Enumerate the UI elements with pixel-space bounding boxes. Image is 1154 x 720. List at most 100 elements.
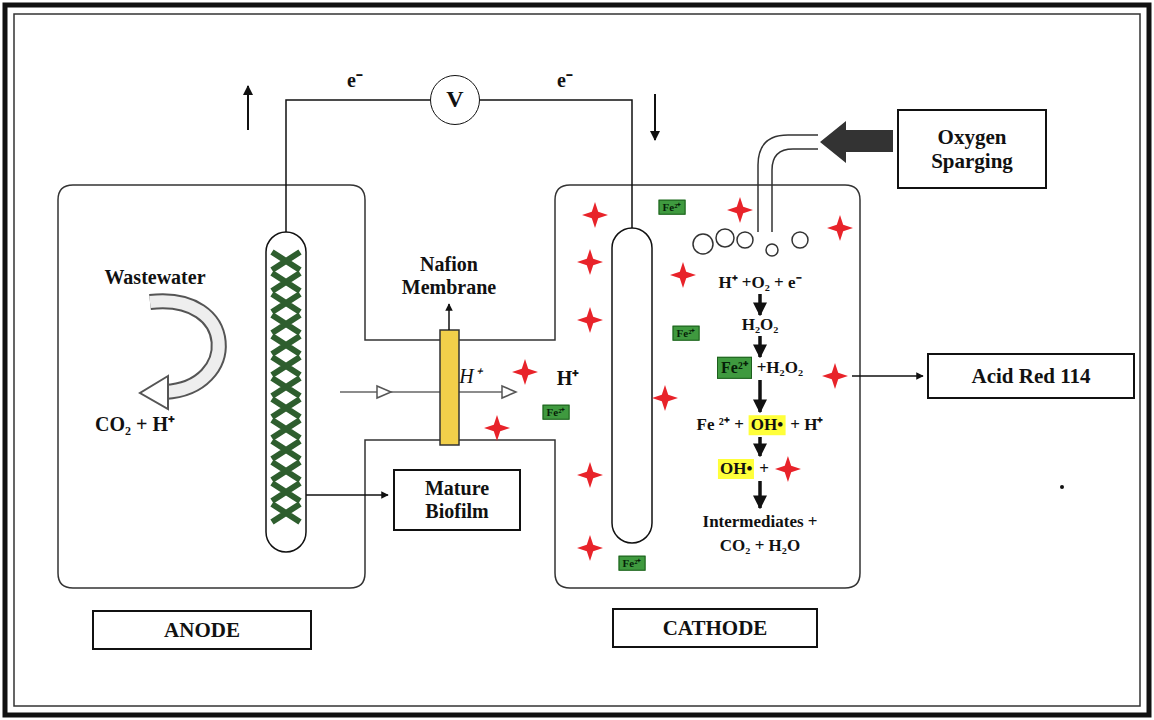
proton-label: H⁺ — [459, 365, 480, 388]
outer-frame — [5, 5, 1149, 715]
iron-ion-tag: Fe²⁺ — [543, 405, 570, 420]
reaction-text: Intermediates + — [703, 512, 818, 532]
biofilm-cross — [272, 252, 300, 270]
voltmeter-circle: V — [430, 75, 480, 125]
proton-label: H⁺ — [557, 367, 580, 390]
reaction-row: Intermediates + — [703, 512, 818, 532]
reaction-text: + — [759, 459, 769, 479]
bubble — [716, 229, 734, 247]
reaction-text: +H₂O₂ — [757, 358, 803, 378]
biofilm-cross — [272, 441, 300, 459]
label-box: Oxygen Sparging — [897, 109, 1047, 189]
radical-highlight: OH• — [749, 415, 785, 435]
electron-arrow — [247, 86, 249, 130]
nafion-membrane — [440, 330, 459, 445]
leader-arrow — [448, 304, 450, 330]
dye-star — [582, 202, 608, 228]
cathode-electrode — [612, 228, 652, 543]
bubble — [792, 232, 808, 248]
iron-ion-tag: Fe²⁺ — [673, 326, 700, 341]
reaction-text: H⁺ +O₂ + e⁻ — [718, 273, 801, 293]
bubble — [693, 234, 713, 254]
biofilm-cross — [272, 483, 300, 501]
dye-star — [577, 307, 603, 333]
reaction-row: Fe ²⁺ +OH•+ H⁺ — [697, 415, 824, 435]
box-label: ANODE — [164, 618, 240, 642]
electron-arrow — [654, 94, 656, 140]
membrane-label: Nafion Membrane — [394, 253, 504, 299]
label-box: Acid Red 114 — [927, 353, 1135, 399]
electron-label: e⁻ — [347, 69, 363, 92]
anode-electrode — [266, 232, 306, 552]
reaction-text: + H⁺ — [790, 415, 823, 435]
biofilm-cross — [272, 294, 300, 312]
reaction-text: H₂O₂ — [742, 315, 779, 335]
biofilm-cross — [272, 420, 300, 438]
reaction-text: Fe ²⁺ + — [697, 415, 744, 435]
reaction-arrow — [758, 336, 762, 357]
dye-star — [652, 385, 678, 411]
biofilm-cross — [272, 315, 300, 333]
dye-star — [512, 359, 538, 385]
box-label: Mature Biofilm — [405, 477, 509, 523]
box-label: Oxygen Sparging — [909, 125, 1035, 173]
reaction-arrow — [758, 481, 762, 508]
biofilm-crosses — [272, 252, 300, 522]
dye-star — [774, 455, 802, 483]
sparging-pipe — [758, 135, 818, 232]
dye-star — [577, 249, 603, 275]
reaction-text: CO₂ + H₂O — [720, 536, 800, 556]
box-label: V — [446, 86, 463, 114]
iron-ion-tag: Fe²⁺ — [619, 556, 646, 571]
dye-star — [827, 215, 853, 241]
label-box: Mature Biofilm — [393, 469, 521, 531]
iron-ion-tag: Fe²⁺ — [659, 200, 686, 215]
biofilm-cross — [272, 504, 300, 522]
iron-ion-tag: Fe²⁺ — [717, 357, 752, 379]
wastewater-arrowhead — [140, 376, 168, 409]
dye-star — [670, 262, 696, 288]
stray-dot — [1060, 485, 1064, 489]
dye-star — [822, 363, 848, 389]
reaction-arrow — [758, 294, 762, 315]
proton-flow-line — [340, 391, 515, 393]
reaction-row: CO₂ + H₂O — [720, 536, 800, 556]
box-label: CATHODE — [663, 616, 768, 640]
proton-arrowhead — [377, 386, 391, 398]
dye-stars — [484, 197, 853, 561]
reaction-row: H₂O₂ — [742, 315, 779, 335]
box-label: Acid Red 114 — [971, 364, 1090, 388]
bubble — [766, 244, 778, 256]
proton-arrowhead — [502, 386, 516, 398]
dye-star — [727, 197, 753, 223]
biofilm-cross — [272, 273, 300, 291]
label-box: ANODE — [92, 610, 312, 650]
biofilm-cross — [272, 378, 300, 396]
dye-star — [484, 415, 510, 441]
leader-arrow — [852, 375, 923, 377]
biofilm-cross — [272, 462, 300, 480]
reaction-row: Fe²⁺+H₂O₂ — [717, 357, 803, 379]
leader-arrow — [306, 494, 388, 496]
influent-label: Wastewater — [104, 266, 205, 289]
inner-frame — [14, 14, 1140, 706]
bubble — [737, 232, 753, 248]
wastewater-arrow — [150, 301, 219, 392]
electron-label: e⁻ — [557, 69, 573, 92]
reaction-arrow — [758, 380, 762, 412]
dye-star — [577, 462, 603, 488]
dye-star — [775, 456, 801, 482]
label-box: CATHODE — [612, 608, 818, 648]
product-label: CO₂ + H⁺ — [95, 413, 175, 436]
reaction-row: H⁺ +O₂ + e⁻ — [718, 273, 801, 293]
reactor-chambers — [58, 185, 860, 588]
wastewater-arrow — [150, 301, 219, 392]
oxygen-arrow — [820, 121, 893, 163]
biofilm-cross — [272, 357, 300, 375]
dye-star — [577, 535, 603, 561]
reaction-arrow — [758, 437, 762, 456]
reaction-row: OH•+ — [718, 455, 802, 483]
biofilm-cross — [272, 399, 300, 417]
biofilm-cross — [272, 336, 300, 354]
